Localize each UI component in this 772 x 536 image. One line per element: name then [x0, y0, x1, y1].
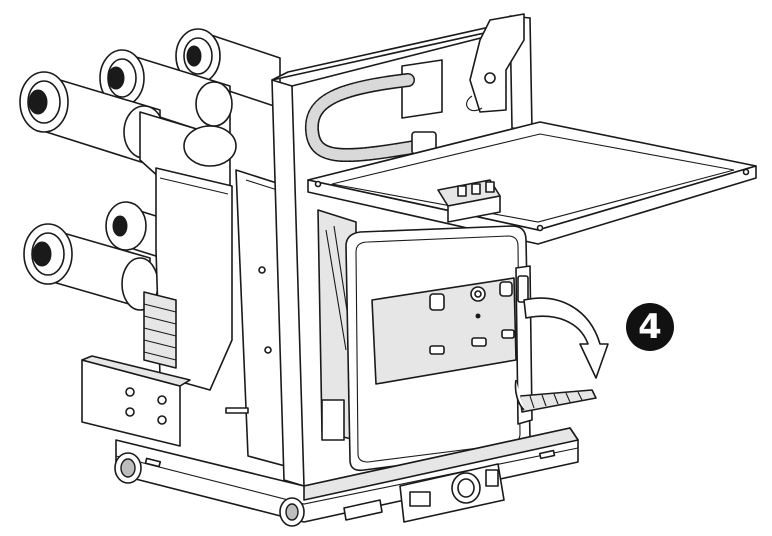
support-tray — [307, 121, 757, 245]
front-control-panel — [345, 225, 531, 472]
racking-mechanism — [399, 463, 505, 523]
terminal-block — [437, 179, 501, 223]
side-bracket — [81, 355, 191, 447]
lower-bushing-front — [23, 223, 159, 311]
indicator-open — [429, 345, 445, 355]
close-button — [499, 281, 513, 297]
indicator-closed — [501, 329, 515, 339]
wheel-left — [114, 452, 142, 484]
pole-column — [143, 167, 233, 391]
upper-bushing-rear — [175, 28, 281, 109]
top-latch-mechanism — [401, 13, 525, 119]
rotation-arrow — [523, 297, 609, 379]
step-number-badge: 4 — [626, 303, 674, 351]
bellows — [143, 291, 177, 369]
corrugated-hose — [304, 73, 437, 163]
open-button — [429, 293, 445, 311]
frame — [271, 15, 533, 487]
upper-bushing-front — [19, 71, 237, 197]
operating-handle — [514, 379, 597, 413]
truck-chassis — [115, 427, 579, 523]
wheel-front — [279, 497, 305, 527]
indicator-spring — [471, 337, 487, 347]
